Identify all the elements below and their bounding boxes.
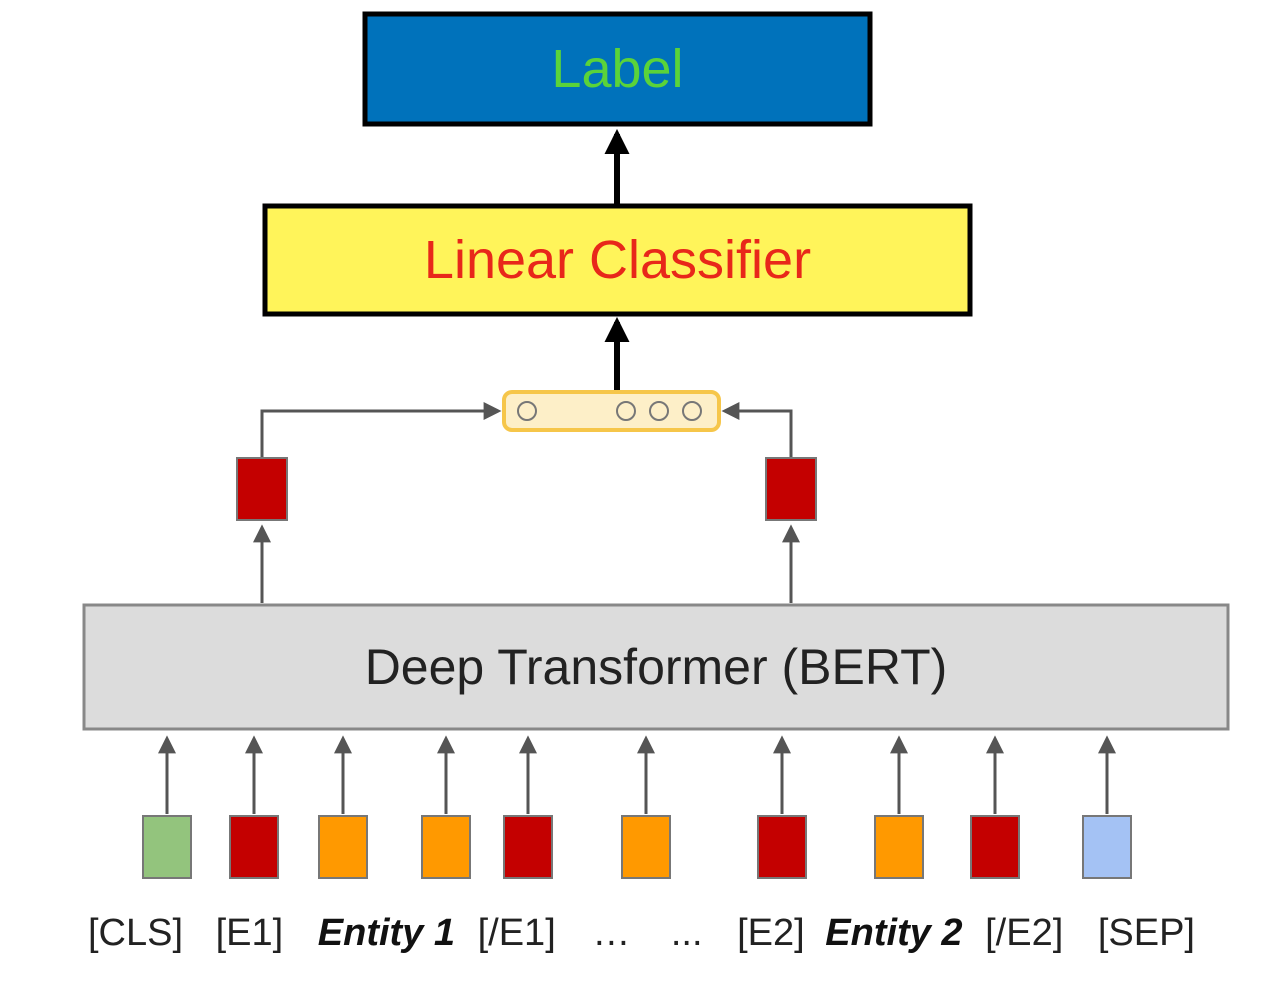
token-sep: [SEP] [1097,912,1195,954]
classifier-box [262,203,973,317]
token-entity-2: Entity 2 [825,912,963,954]
e2-output-embedding [765,457,817,521]
e1-marker-embedding [229,815,279,879]
input-arrows [158,735,1116,814]
bert-title: Deep Transformer (BERT) [364,639,948,695]
classifier-title: Linear Classifier [423,230,812,290]
vector-unit [517,401,537,421]
bert-box [82,603,1230,731]
vector-unit [616,401,636,421]
label-title: Label [551,39,684,99]
token-e2-start: [E2] [737,912,805,954]
vector-unit [649,401,669,421]
entity1-token-embedding [318,815,368,879]
arrow-e2-output-to-concat [721,402,793,458]
token-cls: [CLS] [88,912,184,954]
label-box [362,11,873,127]
token-e1-end: [/E1] [477,912,556,954]
token-ellipsis: … [592,912,631,954]
entity2-token-embedding [874,815,924,879]
context-token-embedding [621,815,671,879]
arrow-e1-output-to-concat [260,402,502,458]
cls-embedding [142,815,192,879]
token-entity-1: Entity 1 [317,912,456,954]
input-token-sequence: [CLS] [E1] Entity 1 [/E1] … ... [E2] Ent… [88,912,1195,955]
e1-end-marker-embedding [503,815,553,879]
e2-end-marker-embedding [970,815,1020,879]
token-e2-end: [/E2] [985,912,1064,954]
e2-marker-embedding [757,815,807,879]
concat-vector [502,390,721,432]
sep-embedding [1082,815,1132,879]
vector-unit [682,401,702,421]
token-ellipsis: ... [670,912,703,954]
token-e1-start: [E1] [215,912,284,954]
entity1-token-embedding [421,815,471,879]
e1-output-embedding [236,457,288,521]
